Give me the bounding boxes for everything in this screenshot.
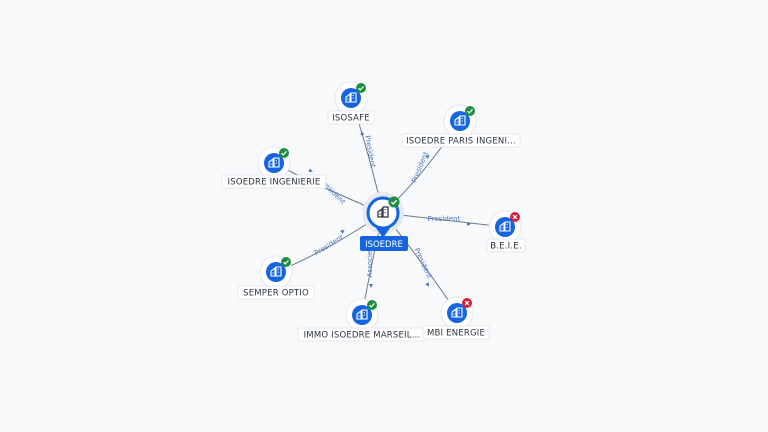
building-icon [356, 309, 368, 320]
node-label: MBI ENERGIE [427, 329, 485, 339]
edge-relation-label: Associe [366, 251, 374, 277]
center-node-label: ISOEDRE [365, 240, 403, 250]
building-icon [270, 266, 282, 277]
node-label-box [422, 325, 490, 340]
active-badge-icon [388, 196, 400, 208]
node-immo-isoedre[interactable]: IMMO ISOEDRE MARSEIL... [297, 298, 427, 342]
active-badge-icon [281, 257, 291, 267]
edge-arrow-icon [425, 154, 430, 159]
edge-relation-label: President [410, 150, 430, 184]
center-node[interactable]: ISOEDRE [360, 192, 408, 251]
node-mbi-energie[interactable]: MBI ENERGIE [422, 296, 490, 340]
closed-badge-icon [462, 298, 472, 308]
edge-arrow-icon [308, 168, 313, 172]
node-beie[interactable]: B.E.I.E. [486, 210, 526, 253]
active-badge-icon [465, 106, 475, 116]
building-icon [454, 115, 466, 126]
node-isosafe[interactable]: ISOSAFE [327, 81, 375, 125]
building-icon [451, 307, 463, 318]
edge-relation-label: President [313, 233, 345, 257]
building-icon [268, 157, 280, 168]
active-badge-icon [279, 148, 289, 158]
edge-relation-label: President [363, 135, 377, 169]
node-label: B.E.I.E. [490, 242, 522, 252]
node-semper-optio[interactable]: SEMPER OPTIO [237, 255, 315, 300]
edge-relation-label: President [412, 247, 433, 280]
node-label-box [401, 133, 521, 148]
edge-arrow-icon [360, 131, 365, 136]
center-node-pin-tip [376, 228, 390, 238]
closed-badge-icon [510, 212, 520, 222]
node-isoedre-paris[interactable]: ISOEDRE PARIS INGENI... [401, 104, 521, 148]
node-label-box [221, 174, 327, 189]
building-icon [377, 206, 389, 218]
nodes-layer: ISOSAFE ISOEDRE PARIS INGENI... ISOEDRE IN… [221, 81, 526, 342]
node-label: ISOEDRE INGENIERIE [228, 178, 321, 188]
node-isoedre-ingenierie[interactable]: ISOEDRE INGENIERIE [221, 146, 327, 189]
building-icon [345, 92, 357, 103]
edge-arrow-icon [340, 229, 345, 234]
node-label-box [237, 285, 315, 300]
edge-arrow-icon [425, 282, 429, 287]
edge-relation-label: President [428, 215, 461, 223]
node-label-box [486, 238, 526, 253]
node-label: ISOSAFE [332, 114, 370, 124]
edge-arrow-icon [467, 222, 471, 226]
node-label-box [327, 110, 375, 125]
node-label: IMMO ISOEDRE MARSEIL... [304, 331, 421, 341]
active-badge-icon [367, 300, 377, 310]
edge-arrow-icon [369, 284, 373, 288]
center-label-box [360, 236, 408, 251]
active-badge-icon [356, 83, 366, 93]
node-label: ISOEDRE PARIS INGENI... [406, 137, 516, 147]
node-label: SEMPER OPTIO [243, 289, 309, 299]
building-icon [499, 221, 511, 232]
